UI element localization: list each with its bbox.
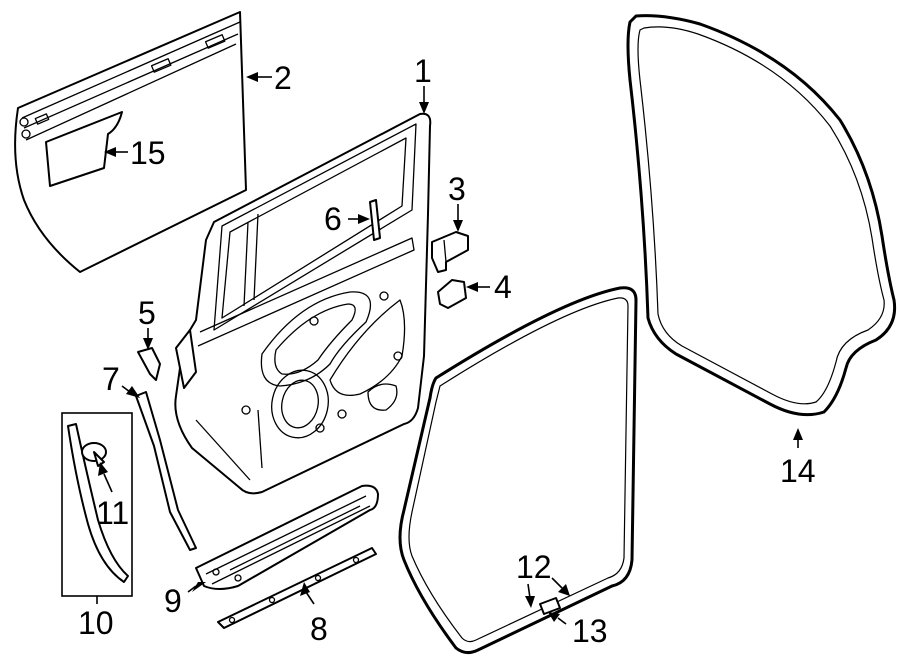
callout-15: 15 bbox=[130, 135, 166, 171]
callout-2: 2 bbox=[274, 60, 292, 96]
callout-13: 13 bbox=[572, 613, 608, 649]
lock-bracket[interactable] bbox=[431, 231, 469, 273]
door-shell[interactable] bbox=[174, 112, 432, 495]
door-trim-panel[interactable] bbox=[14, 11, 247, 273]
callout-11: 11 bbox=[96, 495, 129, 531]
callout-5: 5 bbox=[138, 295, 156, 331]
callout-7: 7 bbox=[102, 361, 120, 397]
leader-lines bbox=[96, 72, 803, 625]
trim-insert-panel[interactable] bbox=[45, 111, 123, 187]
door-clip[interactable] bbox=[437, 279, 467, 309]
door-opening-weatherstrip[interactable] bbox=[398, 286, 638, 655]
callout-1: 1 bbox=[414, 53, 432, 89]
callout-8: 8 bbox=[310, 611, 328, 647]
sill-strip[interactable] bbox=[217, 547, 377, 629]
sill-scuff-plate[interactable] bbox=[195, 484, 379, 590]
pillar-trim-strip[interactable] bbox=[135, 391, 197, 551]
body-side-weatherstrip[interactable] bbox=[626, 14, 897, 417]
callout-labels: 1 2 3 4 5 6 7 8 9 10 11 12 13 14 15 bbox=[78, 53, 816, 649]
small-bracket[interactable] bbox=[137, 347, 161, 381]
callout-9: 9 bbox=[164, 583, 182, 619]
glass-run-channel[interactable] bbox=[369, 199, 381, 241]
callout-6: 6 bbox=[324, 201, 342, 237]
push-pin-clip[interactable] bbox=[81, 442, 107, 467]
callout-4: 4 bbox=[494, 269, 512, 305]
callout-14: 14 bbox=[780, 453, 816, 489]
callout-3: 3 bbox=[448, 171, 466, 207]
seal-connector-sleeve[interactable] bbox=[539, 597, 561, 615]
callout-12: 12 bbox=[516, 549, 552, 585]
callout-10: 10 bbox=[78, 605, 114, 641]
